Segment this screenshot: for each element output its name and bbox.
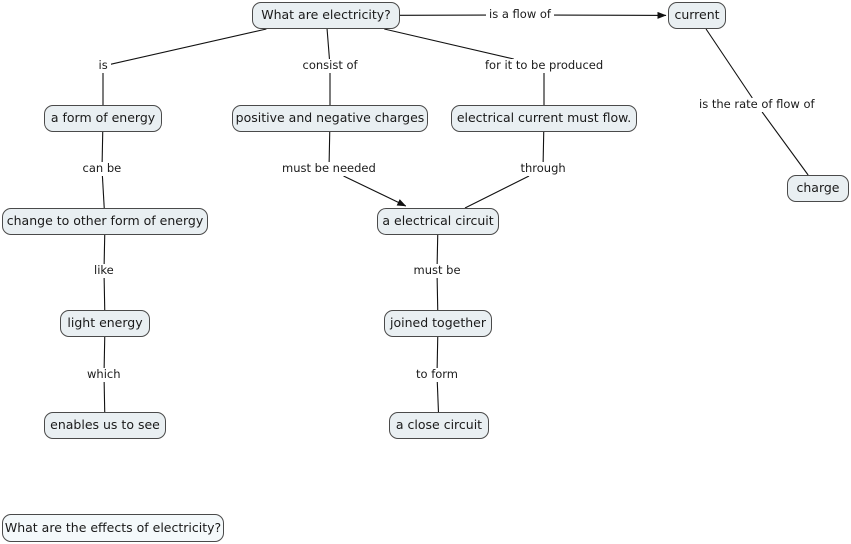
link-label-lbl-flow: is a flow of xyxy=(486,8,554,22)
edge-through-circuit xyxy=(464,175,530,209)
node-joined[interactable]: joined together xyxy=(384,310,492,337)
edge-circuit-mustbe xyxy=(436,234,439,265)
edge-rate-charge xyxy=(761,111,809,176)
edge-toform-close xyxy=(436,381,440,413)
edge-lightenergy-which xyxy=(103,336,106,369)
link-label-lbl-needed: must be needed xyxy=(279,162,379,176)
link-label-lbl-which: which xyxy=(84,368,124,382)
edge-needed-circuit xyxy=(343,175,407,207)
node-mustflow[interactable]: electrical current must flow. xyxy=(451,105,637,132)
edge-like-lightenergy xyxy=(103,277,106,311)
link-label-lbl-is: is xyxy=(95,59,111,73)
edge-joined-toform xyxy=(436,336,439,369)
edge-which-enables xyxy=(103,381,106,413)
edge-canbe-changeform xyxy=(101,175,105,209)
node-charge[interactable]: charge xyxy=(787,175,849,202)
node-charges[interactable]: positive and negative charges xyxy=(232,105,428,132)
edge-changeform-like xyxy=(103,234,106,265)
link-label-lbl-mustbe: must be xyxy=(410,264,464,278)
node-effects[interactable]: What are the effects of electricity? xyxy=(2,514,224,542)
link-label-lbl-canbe: can be xyxy=(79,162,125,176)
link-label-lbl-consist: consist of xyxy=(299,59,361,73)
edge-root-consist xyxy=(326,28,330,60)
link-label-lbl-produced: for it to be produced xyxy=(482,59,607,73)
edge-root-is xyxy=(110,28,267,65)
node-enables[interactable]: enables us to see xyxy=(44,412,166,439)
link-label-lbl-toform: to form xyxy=(413,368,462,382)
node-changeform[interactable]: change to other form of energy xyxy=(2,208,208,235)
node-circuit[interactable]: a electrical circuit xyxy=(377,208,499,235)
node-root[interactable]: What are electricity? xyxy=(252,2,400,29)
edge-formenergy-canbe xyxy=(101,131,104,163)
link-label-lbl-like: like xyxy=(91,264,117,278)
link-label-lbl-through: through xyxy=(517,162,569,176)
edge-root-produced xyxy=(384,28,514,60)
node-closecircuit[interactable]: a close circuit xyxy=(389,412,489,439)
node-formenergy[interactable]: a form of energy xyxy=(44,105,162,132)
edge-charges-needed xyxy=(328,131,331,163)
edge-mustbe-joined xyxy=(436,277,439,311)
link-label-lbl-rate: is the rate of flow of xyxy=(696,98,818,112)
node-lightenergy[interactable]: light energy xyxy=(60,310,150,337)
edge-current-rate xyxy=(705,28,753,99)
node-current[interactable]: current xyxy=(668,2,726,29)
edge-mustflow-through xyxy=(542,131,545,163)
